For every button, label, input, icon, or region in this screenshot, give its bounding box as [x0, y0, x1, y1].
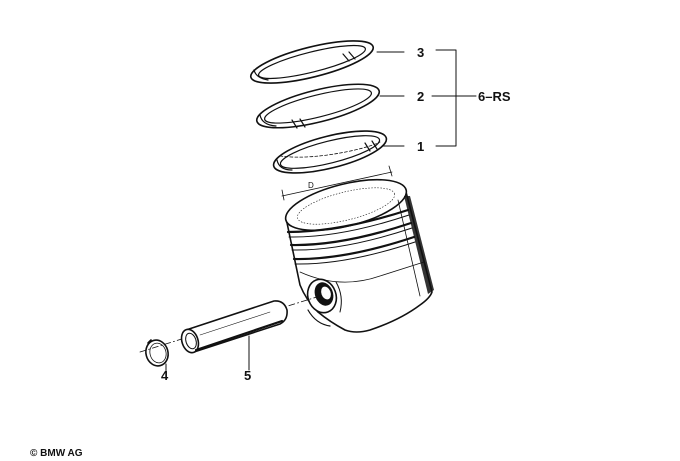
dimension-label: D	[308, 181, 314, 190]
piston-ring-1[interactable]	[270, 122, 390, 181]
circlip[interactable]	[143, 338, 171, 369]
part-label-3: 3	[417, 45, 424, 60]
part-label-2: 2	[417, 89, 424, 104]
part-label-4: 4	[161, 368, 169, 383]
piston[interactable]	[281, 170, 434, 333]
ring-set-label: 6–RS	[478, 89, 511, 104]
leader-lines	[165, 49, 477, 373]
piston-pin[interactable]	[179, 300, 288, 355]
dimension-d: D	[281, 165, 393, 201]
piston-ring-3[interactable]	[247, 32, 377, 92]
copyright-text: © BMW AG	[30, 448, 83, 459]
part-label-1: 1	[417, 139, 424, 154]
part-label-5: 5	[244, 368, 251, 383]
piston-ring-2[interactable]	[253, 75, 383, 137]
